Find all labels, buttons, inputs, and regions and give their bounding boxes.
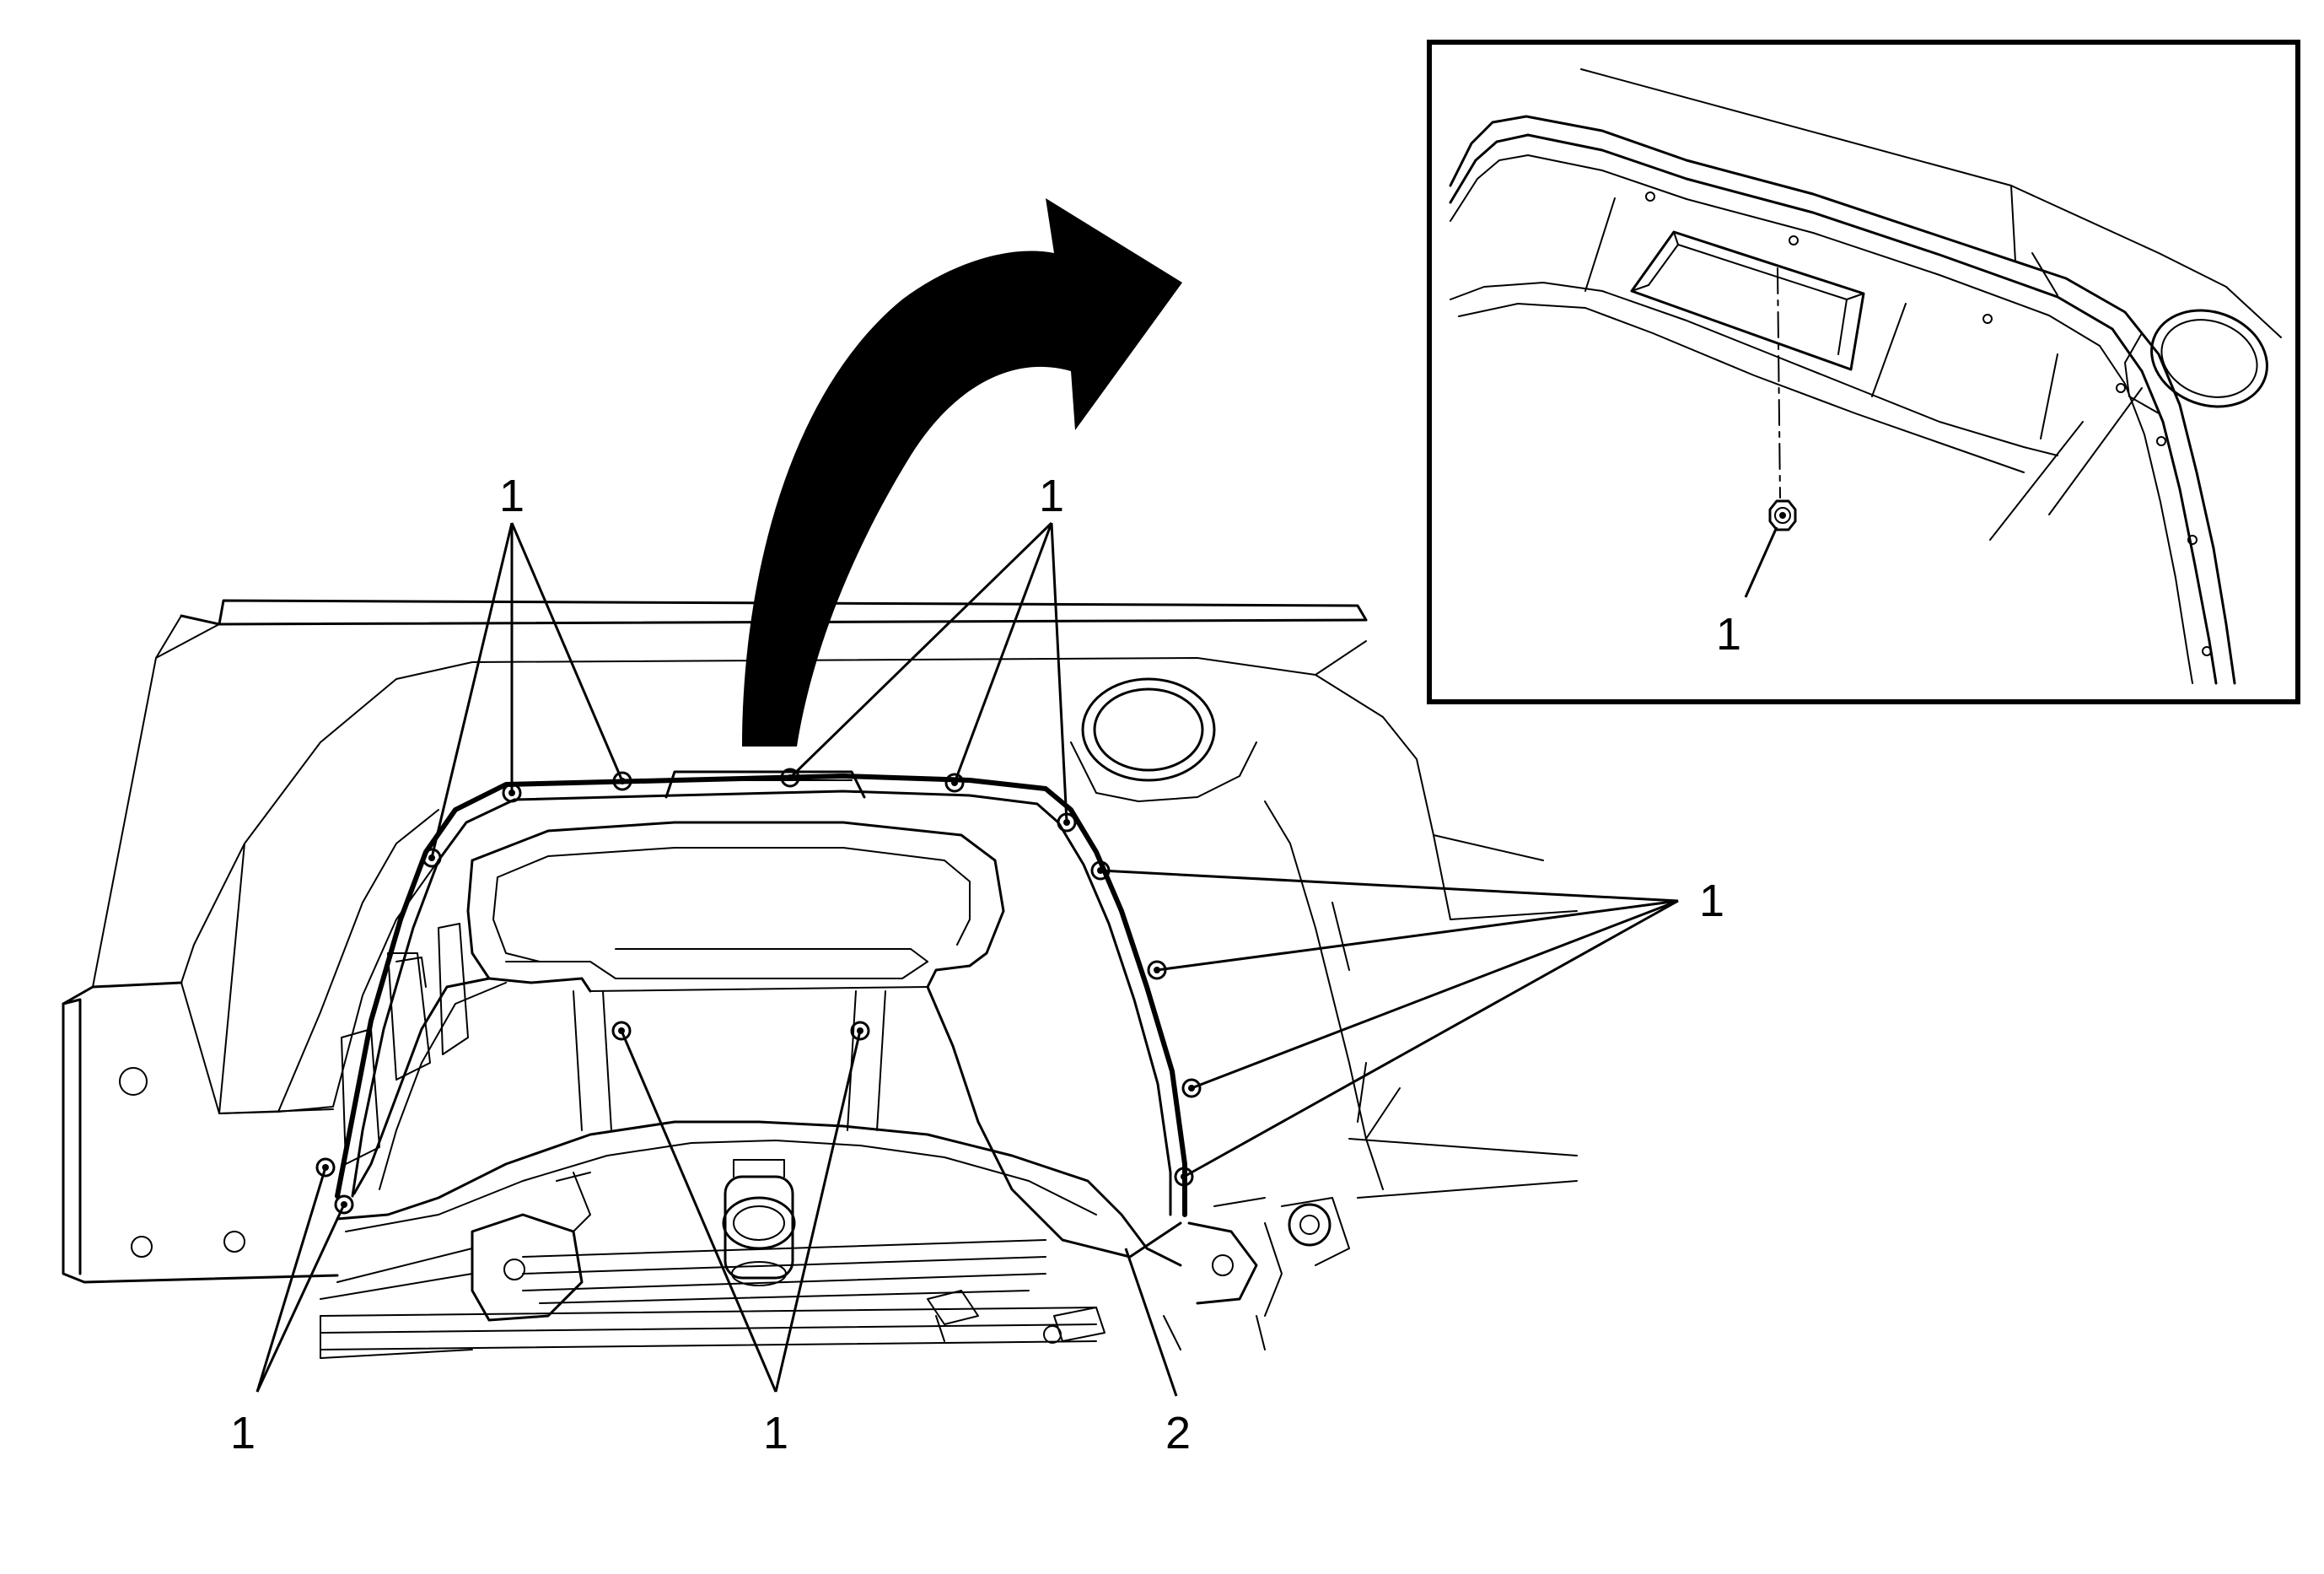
detail-inset: 1 [1427, 40, 2300, 704]
inset-fascia [1449, 68, 2282, 685]
inset-axis-line [1777, 267, 1781, 499]
callout-1-top-left: 1 [499, 471, 525, 521]
inset-frame [1427, 40, 2300, 704]
fascia-body [62, 599, 1578, 1284]
leader-lines [256, 521, 1679, 1397]
callout-1-inset: 1 [1716, 609, 1741, 660]
callout-1-lower-center: 1 [763, 1408, 788, 1458]
wheelhouse-liner [335, 770, 1187, 1259]
callout-1-right: 1 [1699, 876, 1724, 926]
callout-1-lower-left: 1 [230, 1408, 256, 1458]
inset-fastener [1768, 499, 1797, 531]
callout-1-top-right: 1 [1039, 471, 1064, 521]
removal-arrow [742, 198, 1182, 747]
underbody-structure [320, 1120, 1350, 1359]
inset-leader [1744, 526, 1778, 598]
callout-2-liner: 2 [1165, 1408, 1191, 1458]
callout-labels: 1 1 1 1 1 2 [230, 471, 1724, 1458]
